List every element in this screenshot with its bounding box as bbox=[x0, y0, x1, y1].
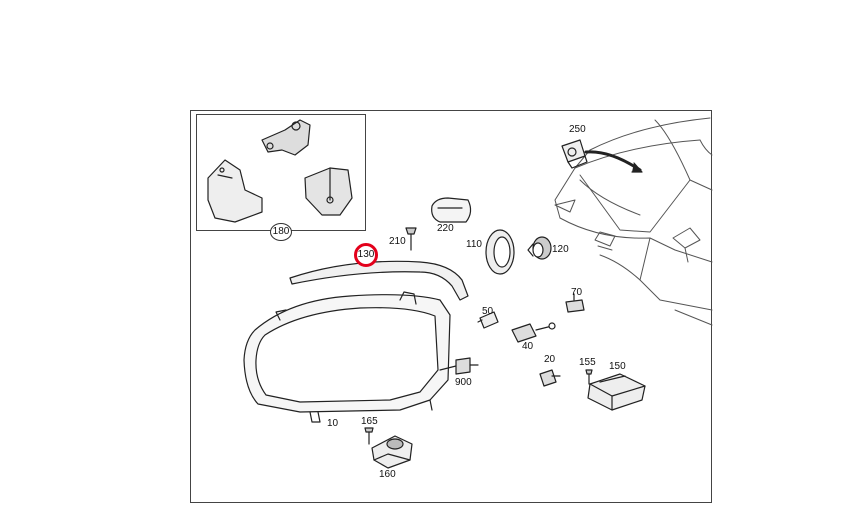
part-label-120: 120 bbox=[552, 244, 569, 255]
part-label-900: 900 bbox=[455, 377, 472, 388]
part-label-250: 250 bbox=[569, 124, 586, 135]
cover-220 bbox=[431, 197, 472, 223]
bulb-70 bbox=[565, 293, 585, 313]
ring-110 bbox=[485, 229, 515, 275]
part-label-160: 160 bbox=[379, 469, 396, 480]
diagram-frame bbox=[190, 110, 712, 503]
part-label-10: 10 bbox=[327, 418, 339, 429]
bulb-40 bbox=[511, 322, 556, 343]
part-label-165: 165 bbox=[361, 416, 378, 427]
part-label-150: 150 bbox=[609, 361, 626, 372]
part-label-130-highlighted: 130 bbox=[354, 243, 378, 267]
cap-120 bbox=[527, 236, 552, 260]
control-unit-150 bbox=[587, 373, 646, 411]
part-label-20: 20 bbox=[544, 354, 556, 365]
screw-210 bbox=[405, 227, 417, 251]
bulb-20 bbox=[539, 369, 561, 387]
part-label-155: 155 bbox=[579, 357, 596, 368]
car-outline bbox=[554, 117, 713, 326]
part-label-180: 180 bbox=[270, 223, 292, 241]
inset-brackets bbox=[207, 119, 353, 223]
screw-155 bbox=[585, 369, 593, 385]
headlamp-10 bbox=[243, 291, 457, 423]
part-label-210: 210 bbox=[389, 236, 406, 247]
part-label-50: 50 bbox=[482, 306, 494, 317]
screw-165 bbox=[364, 427, 374, 445]
part-label-40: 40 bbox=[522, 341, 534, 352]
control-unit-160 bbox=[371, 435, 413, 469]
part-label-220: 220 bbox=[437, 223, 454, 234]
sensor-250 bbox=[561, 139, 643, 173]
part-label-110: 110 bbox=[466, 239, 482, 250]
bulb-50 bbox=[477, 311, 499, 329]
part-label-70: 70 bbox=[571, 287, 583, 298]
connector-900 bbox=[455, 357, 479, 375]
